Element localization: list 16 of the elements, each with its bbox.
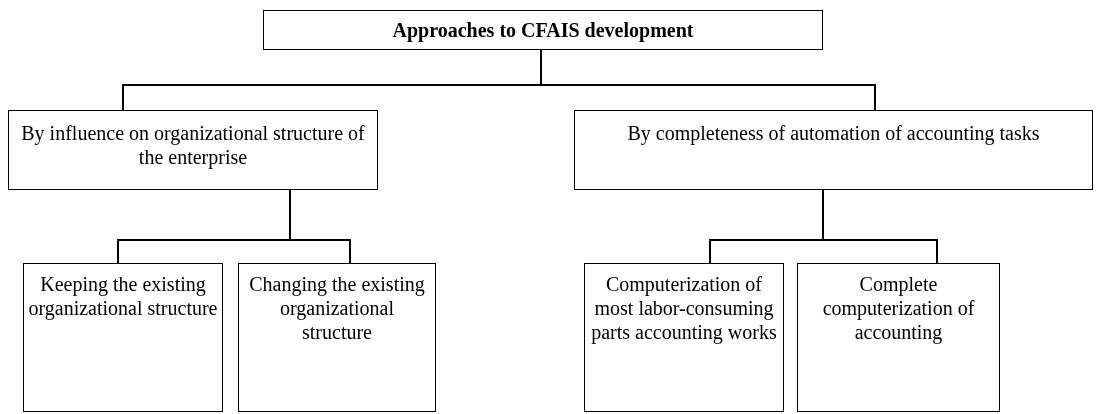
connector-line <box>822 189 938 264</box>
heading-text: Approaches to CFAIS development <box>392 18 694 42</box>
category-box <box>8 110 378 190</box>
category-box <box>584 263 784 412</box>
category-label: By completeness of automation of accounting tasks <box>627 121 1040 145</box>
category-label: Changing the existing organizational structure <box>248 272 426 344</box>
category-box <box>238 263 436 412</box>
category-label: Keeping the existing organizational structure <box>28 272 218 320</box>
connector-line <box>289 189 351 264</box>
category-box <box>574 110 1093 190</box>
category-box <box>797 263 1000 412</box>
category-label: Complete computerization of accounting <box>821 272 976 344</box>
category-label: Computerization of most labor-consuming parts accounting works <box>590 272 778 344</box>
category-label: By influence on organizational structure of the enterprise <box>20 121 366 169</box>
title-box <box>263 10 823 50</box>
category-box <box>23 263 223 412</box>
